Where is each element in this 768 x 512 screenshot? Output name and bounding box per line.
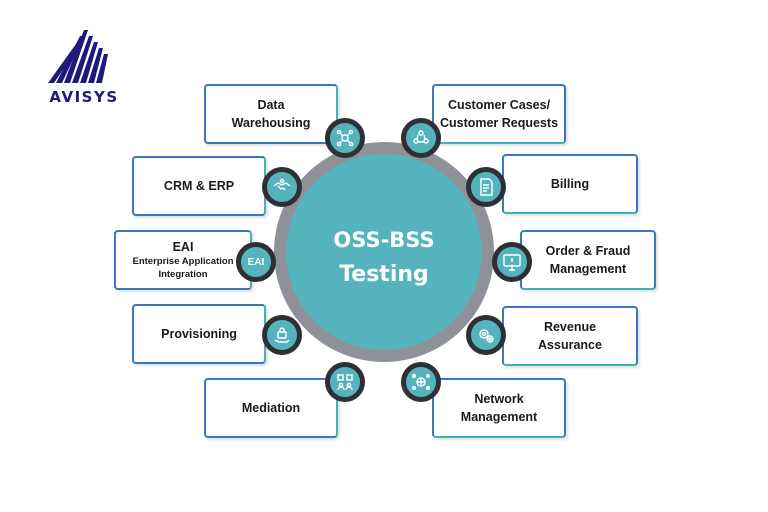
box-label-line: Mediation bbox=[241, 400, 301, 415]
people-exchange-icon bbox=[325, 362, 365, 402]
box-label-line: Order & Fraud bbox=[545, 243, 631, 258]
box-network-management[interactable]: Network Management bbox=[432, 378, 566, 438]
monitor-alert-icon bbox=[492, 242, 532, 282]
avisys-logo bbox=[48, 30, 108, 83]
box-customer-cases[interactable]: Customer Cases/ Customer Requests bbox=[432, 84, 566, 144]
center-title-line2: Testing bbox=[339, 262, 429, 287]
box-label-line: Provisioning bbox=[161, 326, 237, 341]
box-label-line: Customer Cases/ bbox=[447, 97, 551, 112]
box-label-line: Revenue bbox=[543, 319, 597, 334]
box-label-line: Management bbox=[460, 410, 538, 424]
box-label-line: Customer Requests bbox=[439, 116, 559, 130]
lock-hand-icon bbox=[262, 315, 302, 355]
box-crm-erp[interactable]: CRM & ERP bbox=[132, 156, 266, 216]
box-billing[interactable]: Billing bbox=[502, 154, 638, 214]
box-label-line: Warehousing bbox=[231, 116, 311, 130]
eai-node-label: EAI bbox=[247, 256, 265, 268]
box-label-line: Management bbox=[549, 262, 627, 276]
box-label-line: Data bbox=[257, 97, 285, 112]
box-revenue-assurance[interactable]: Revenue Assurance bbox=[502, 306, 638, 366]
box-label-line: Network bbox=[474, 391, 524, 406]
box-sublabel-line: Enterprise Application bbox=[132, 256, 234, 268]
center-circle bbox=[286, 154, 482, 350]
eai-icon: EAI bbox=[236, 242, 276, 282]
box-mediation[interactable]: Mediation bbox=[204, 378, 338, 438]
box-order-fraud[interactable]: Order & Fraud Management bbox=[520, 230, 656, 290]
box-eai[interactable]: EAI Enterprise Application Integration bbox=[114, 230, 252, 290]
gears-icon bbox=[466, 315, 506, 355]
box-label-line: EAI bbox=[172, 240, 194, 255]
invoice-icon bbox=[466, 167, 506, 207]
globe-network-icon bbox=[401, 362, 441, 402]
customer-cycle-icon bbox=[401, 118, 441, 158]
box-data-warehousing[interactable]: Data Warehousing bbox=[204, 84, 338, 144]
box-label-line: Assurance bbox=[538, 338, 602, 352]
box-sublabel-line: Integration bbox=[158, 269, 208, 281]
box-provisioning[interactable]: Provisioning bbox=[132, 304, 266, 364]
network-nodes-icon bbox=[325, 118, 365, 158]
logo-wordmark: AVISYS bbox=[49, 88, 119, 106]
box-label-line: Billing bbox=[550, 176, 590, 191]
handshake-icon bbox=[262, 167, 302, 207]
box-label-line: CRM & ERP bbox=[163, 178, 235, 193]
center-title-line1: OSS-BSS bbox=[333, 228, 435, 252]
